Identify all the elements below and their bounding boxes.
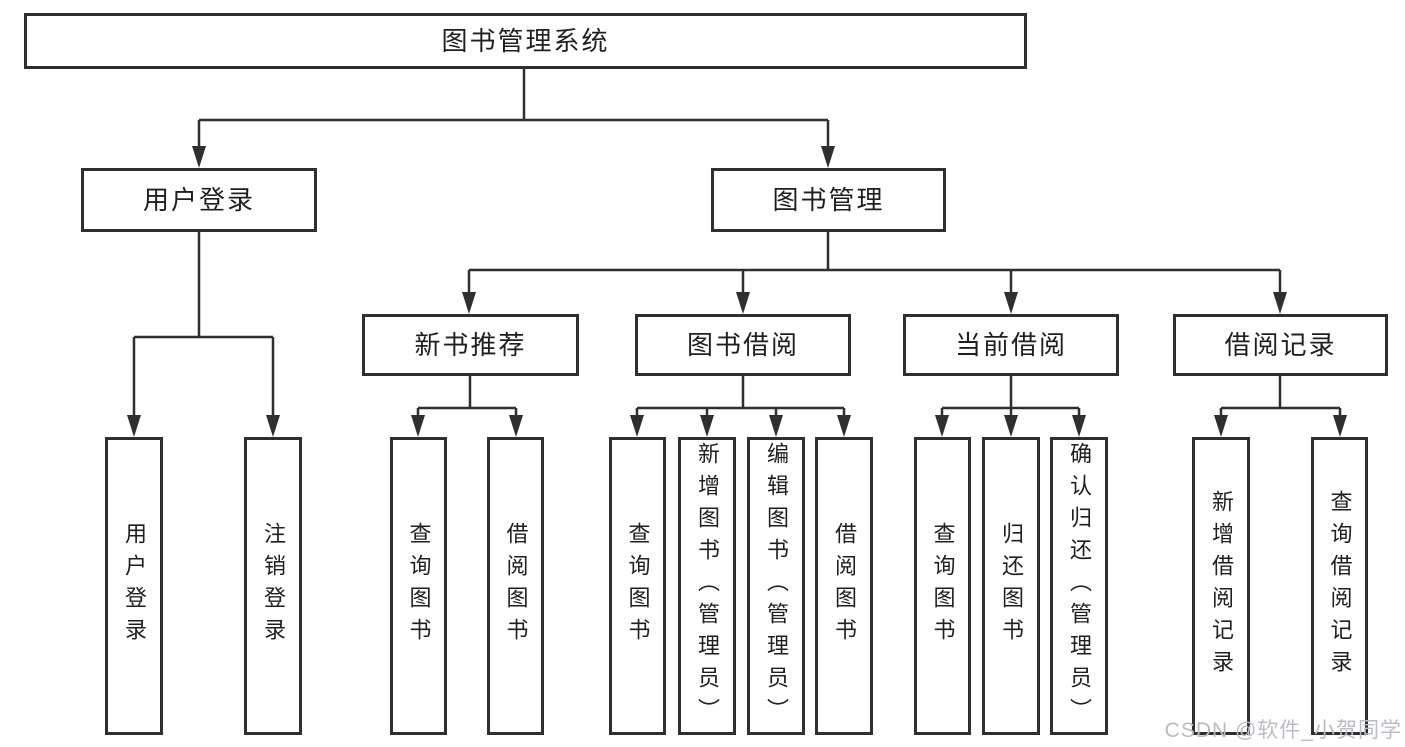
csdn-watermark: CSDN @软件_小贺同学 xyxy=(1164,719,1402,742)
node-current-borrow: 当前借阅 xyxy=(903,314,1119,376)
leaf-query-books-recommend: 查询图书 xyxy=(390,437,447,735)
node-book-management-system: 图书管理系统 xyxy=(24,13,1027,69)
node-new-book-recommend: 新书推荐 xyxy=(362,314,579,376)
leaf-borrow-books: 借阅图书 xyxy=(815,437,873,735)
leaf-logout: 注销登录 xyxy=(244,437,302,735)
leaf-query-books-borrow: 查询图书 xyxy=(609,437,666,735)
leaf-borrow-books-recommend: 借阅图书 xyxy=(487,437,544,735)
node-book-borrow: 图书借阅 xyxy=(635,314,851,376)
node-borrow-records: 借阅记录 xyxy=(1173,314,1388,376)
leaf-add-borrow-record: 新增借阅记录 xyxy=(1192,437,1250,735)
leaf-add-books-admin: 新增图书（管理员） xyxy=(678,437,736,735)
leaf-confirm-return-admin: 确认归还（管理员） xyxy=(1050,437,1108,735)
node-book-management: 图书管理 xyxy=(711,168,946,232)
leaf-query-borrow-record: 查询借阅记录 xyxy=(1311,437,1368,735)
leaf-return-books: 归还图书 xyxy=(982,437,1040,735)
leaf-user-login: 用户登录 xyxy=(105,437,163,735)
leaf-edit-books-admin: 编辑图书（管理员） xyxy=(747,437,805,735)
node-user-login: 用户登录 xyxy=(81,168,317,232)
arrowheads xyxy=(127,146,1347,437)
leaf-query-books-current: 查询图书 xyxy=(914,437,971,735)
